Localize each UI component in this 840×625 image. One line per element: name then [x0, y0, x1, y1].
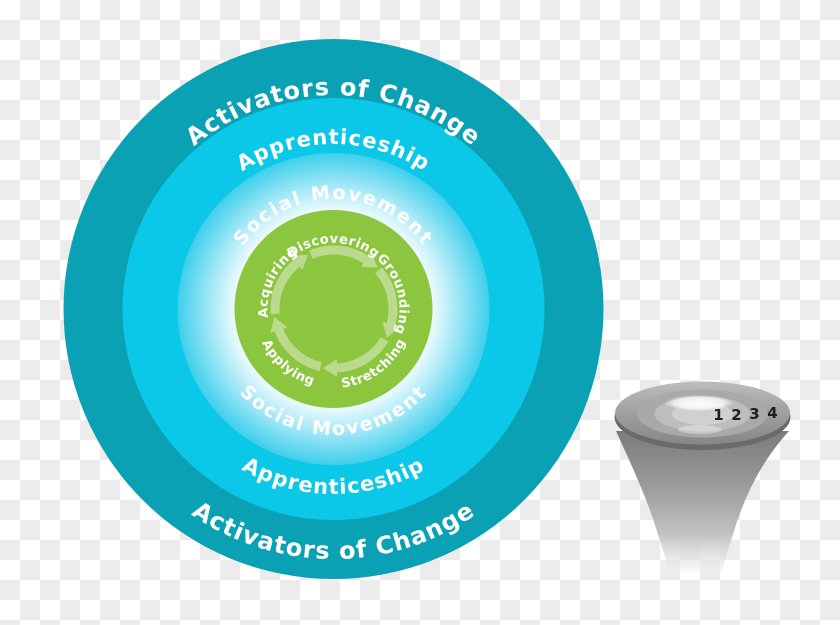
funnel-gloss-highlight	[664, 395, 734, 411]
cycle-arrow-arc-3	[334, 336, 389, 373]
cycle-arrow-arc-5	[270, 258, 302, 315]
concentric-model: Activators of Change Activators of Chang…	[63, 39, 604, 579]
cycle-arrowhead-icon-3	[323, 359, 338, 377]
funnel-stem	[616, 431, 789, 574]
cycle-arrow-ring	[270, 245, 398, 373]
cycle-arrowhead-icon-4	[270, 316, 288, 333]
cycle-arrow-arc-1	[309, 245, 371, 265]
cycle-arrowheads	[270, 252, 400, 377]
cycle-arrowhead-icon-1	[361, 252, 378, 268]
cycle-arrowhead-icon-2	[382, 321, 400, 338]
funnel-level-number-2: 2	[731, 406, 741, 424]
cycle-arrow-arc-2	[374, 267, 398, 328]
cycle-circle	[234, 210, 433, 408]
funnel-level-number-1: 1	[713, 406, 723, 424]
cycle-arrow-arc-4	[273, 326, 322, 371]
funnel-level-number-3: 3	[749, 405, 759, 423]
cycle-arrowhead-icon-5	[291, 254, 309, 271]
funnel-3d: 1 2 3 4	[614, 381, 791, 574]
funnel-level-number-4: 4	[767, 404, 777, 422]
funnel-gloss-lower	[678, 425, 722, 434]
